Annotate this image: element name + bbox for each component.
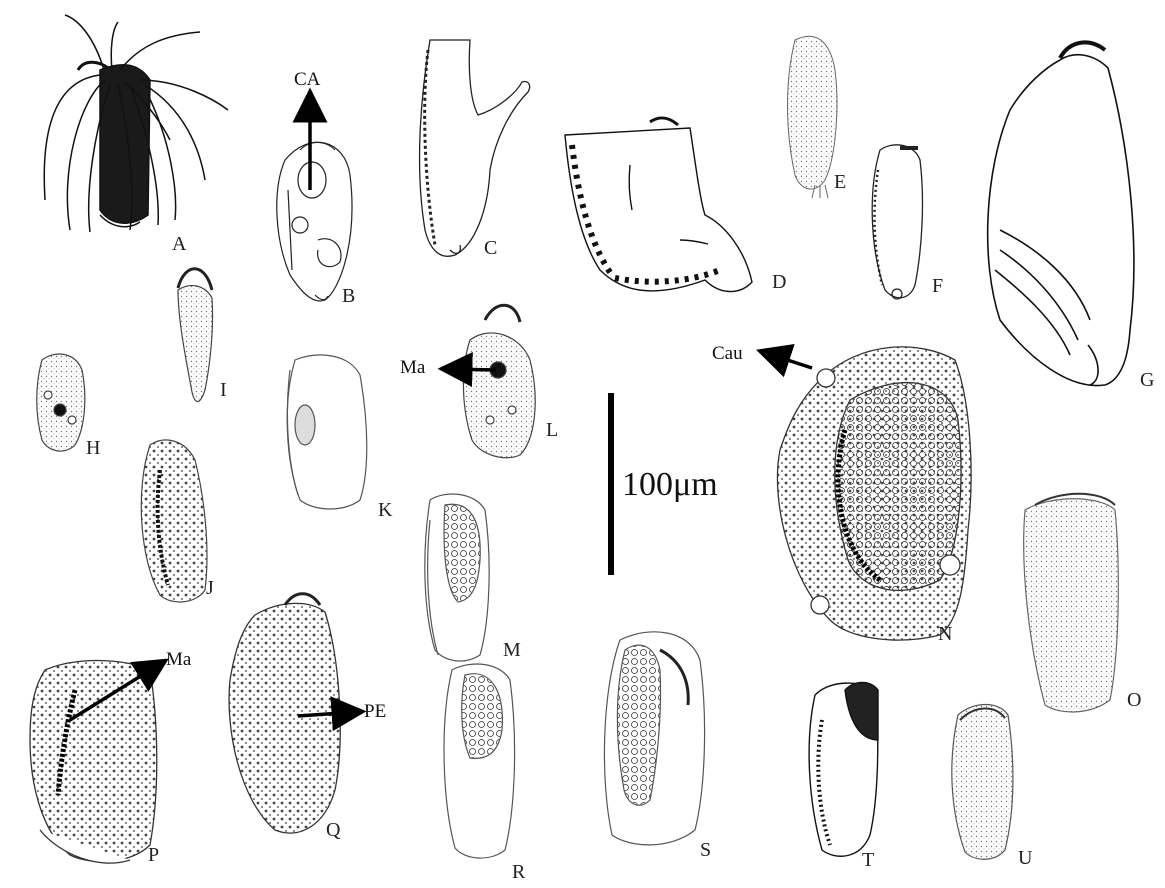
specimen-g xyxy=(988,42,1134,385)
annotation-ma-l: Ma xyxy=(400,358,425,377)
specimen-u xyxy=(952,704,1013,859)
panel-label-j: J xyxy=(206,578,214,598)
specimen-n xyxy=(777,347,971,640)
panel-label-b: B xyxy=(342,286,355,306)
specimen-t xyxy=(809,683,878,857)
annotation-ma-p: Ma xyxy=(166,650,191,669)
panel-label-p: P xyxy=(148,845,159,865)
panel-label-h: H xyxy=(86,438,100,458)
specimen-r xyxy=(444,664,515,858)
panel-label-g: G xyxy=(1140,370,1154,390)
annotation-ca: CA xyxy=(294,70,320,89)
arrow-cau xyxy=(766,353,812,368)
panel-label-i: I xyxy=(220,380,227,400)
specimen-m xyxy=(425,494,489,661)
panel-label-d: D xyxy=(772,272,786,292)
specimen-p xyxy=(30,661,157,864)
panel-label-r: R xyxy=(512,862,525,882)
panel-label-s: S xyxy=(700,840,711,860)
panel-label-m: M xyxy=(503,640,521,660)
specimen-l xyxy=(463,305,535,457)
specimen-d xyxy=(565,118,752,291)
specimen-e xyxy=(788,36,837,198)
annotation-cau: Cau xyxy=(712,344,743,363)
panel-label-k: K xyxy=(378,500,392,520)
panel-label-c: C xyxy=(484,238,497,258)
panel-label-t: T xyxy=(862,850,874,870)
panel-label-q: Q xyxy=(326,820,340,840)
panel-label-o: O xyxy=(1127,690,1141,710)
specimen-f xyxy=(872,145,922,299)
panel-label-f: F xyxy=(932,276,943,296)
scale-bar xyxy=(608,393,614,575)
specimen-h xyxy=(37,354,85,451)
panel-label-l: L xyxy=(546,420,558,440)
specimen-k xyxy=(287,355,367,509)
annotation-pe: PE xyxy=(364,702,386,721)
scale-bar-label: 100μm xyxy=(622,468,718,502)
panel-label-e: E xyxy=(834,172,846,192)
specimen-o xyxy=(1024,494,1119,712)
panel-label-u: U xyxy=(1018,848,1032,868)
specimen-s xyxy=(604,632,704,845)
specimen-a xyxy=(44,15,228,232)
panel-label-a: A xyxy=(172,234,186,254)
arrow-ma-l xyxy=(448,369,496,370)
specimen-c xyxy=(420,40,530,256)
specimen-b xyxy=(277,142,352,301)
specimen-j xyxy=(141,440,207,602)
panel-label-n: N xyxy=(938,624,952,644)
specimen-i xyxy=(178,269,213,402)
